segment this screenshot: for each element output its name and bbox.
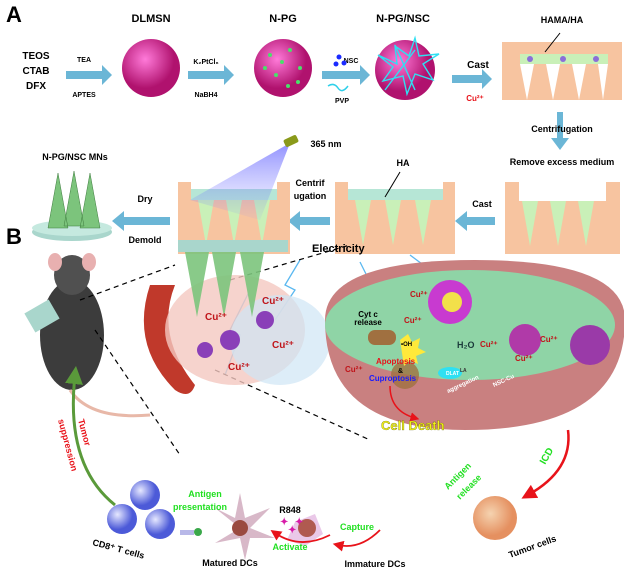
reagent: TEOS xyxy=(22,51,50,62)
cu-ion-label: Cu²⁺ xyxy=(345,365,363,374)
r848-label: R848 xyxy=(279,505,301,515)
step-label: K₂PtCl₆ xyxy=(193,59,218,66)
arrow-icon xyxy=(455,211,495,231)
dlmsn-title: DLMSN xyxy=(131,13,170,25)
uv-lamp-icon xyxy=(283,135,299,147)
icd-arrow xyxy=(521,429,570,499)
h2o-label: H₂O xyxy=(457,340,475,350)
ha-label: HA xyxy=(397,158,410,168)
oh-label: •OH xyxy=(401,342,412,348)
arrow-icon xyxy=(66,65,112,85)
cu-ion-label: Cu²⁺ xyxy=(515,354,533,363)
mold-uv xyxy=(178,135,299,254)
arrow-icon xyxy=(288,211,330,231)
cu-ion-label: Cu²⁺ xyxy=(480,340,498,349)
matured-dc-icon xyxy=(215,493,275,560)
cu-ion-label: Cu²⁺ xyxy=(404,316,422,325)
tissue-microneedles xyxy=(143,240,330,394)
svg-text:✦: ✦ xyxy=(280,517,288,528)
arrow-icon xyxy=(452,69,492,89)
arrow-icon xyxy=(112,211,170,231)
tumor-cell-cutaway xyxy=(325,260,624,430)
step-label: APTES xyxy=(72,92,96,99)
arrow-icon xyxy=(322,65,370,85)
npgnsc-title: N-PG/NSC xyxy=(376,13,430,25)
cu-ion-label: Cu²⁺ xyxy=(272,340,294,351)
cu-ion-label: Cu²⁺ xyxy=(410,290,428,299)
step-label: PVP xyxy=(335,98,349,105)
tumor-suppression-arrow xyxy=(65,366,116,507)
uv-label: 365 nm xyxy=(310,139,341,149)
npgnsc-particle xyxy=(375,35,440,100)
step-label: TEA xyxy=(77,57,91,64)
mold-hama xyxy=(502,32,622,100)
dry-label: Dry xyxy=(137,194,152,204)
matured-dcs-label: Matured DCs xyxy=(202,558,258,568)
mns-title: N-PG/NSC MNs xyxy=(42,152,108,162)
panel-a-label: A xyxy=(6,2,22,27)
cu-ion-label: Cu²⁺ xyxy=(205,312,227,323)
cast-label-2: Cast xyxy=(472,199,492,209)
capture-label: Capture xyxy=(340,522,374,532)
tumor-cell-icon xyxy=(473,496,517,540)
centrif-label: Centrif xyxy=(296,178,326,188)
reagents: TEOS CTAB DFX xyxy=(22,51,50,92)
cuproptosis-label: Cuproptosis xyxy=(369,374,417,383)
amp-label: & xyxy=(398,368,403,375)
cell-death-label: Cell Death xyxy=(381,418,445,433)
svg-text:✦: ✦ xyxy=(288,525,296,536)
demold-label: Demold xyxy=(128,235,161,245)
mold-cast xyxy=(505,182,620,254)
cu-ion-label: Cu²⁺ xyxy=(540,335,558,344)
cytc-label: release xyxy=(354,318,382,327)
step-label: NaBH4 xyxy=(195,92,218,99)
svg-text:✦: ✦ xyxy=(295,517,303,528)
panel-b-label: B xyxy=(6,224,22,249)
npg-particle xyxy=(254,39,312,97)
centrif-label: ugation xyxy=(294,191,327,201)
reagent: CTAB xyxy=(22,66,49,77)
cu-ion-label: Cu²⁺ xyxy=(262,296,284,307)
arrow-icon xyxy=(551,112,569,150)
mouse-illustration xyxy=(24,253,151,418)
icd-label: ICD xyxy=(538,446,556,466)
la-label: LA xyxy=(460,368,467,374)
r848-icon: ✦✦✦ xyxy=(280,517,303,536)
cd8-t-cells-label: CD8⁺ T cells xyxy=(91,537,145,560)
cytc-label: Cyt c xyxy=(358,310,378,319)
microneedle-patch xyxy=(32,170,112,241)
centrifugation-label: Centrifugation xyxy=(531,124,593,134)
dlat-label: DLAT xyxy=(446,371,459,377)
hama-label: HAMA/HA xyxy=(541,15,584,25)
antigen-presentation-label: Antigen xyxy=(188,489,222,499)
t-cells-icon xyxy=(107,480,202,539)
uv-light-beam xyxy=(190,143,290,220)
process-arrows xyxy=(66,65,569,231)
mold-ha xyxy=(335,171,455,254)
step-label: NSC xyxy=(344,58,359,65)
dlmsn-particle xyxy=(122,39,180,97)
cast-label: Cast xyxy=(467,60,489,71)
activate-label: Activate xyxy=(272,542,307,552)
cu-label: Cu²⁺ xyxy=(466,94,484,103)
tumor-cells-label: Tumor cells xyxy=(507,533,557,559)
reagent: DFX xyxy=(26,81,46,92)
apoptosis-label: Apoptosis xyxy=(376,357,416,366)
arrow-icon xyxy=(188,65,234,85)
antigen-presentation-label: presentation xyxy=(173,502,227,512)
immature-dcs-label: Immature DCs xyxy=(344,559,405,569)
cu-ion-label: Cu²⁺ xyxy=(228,362,250,373)
npg-title: N-PG xyxy=(269,13,297,25)
remove-medium-label: Remove excess medium xyxy=(510,157,615,167)
